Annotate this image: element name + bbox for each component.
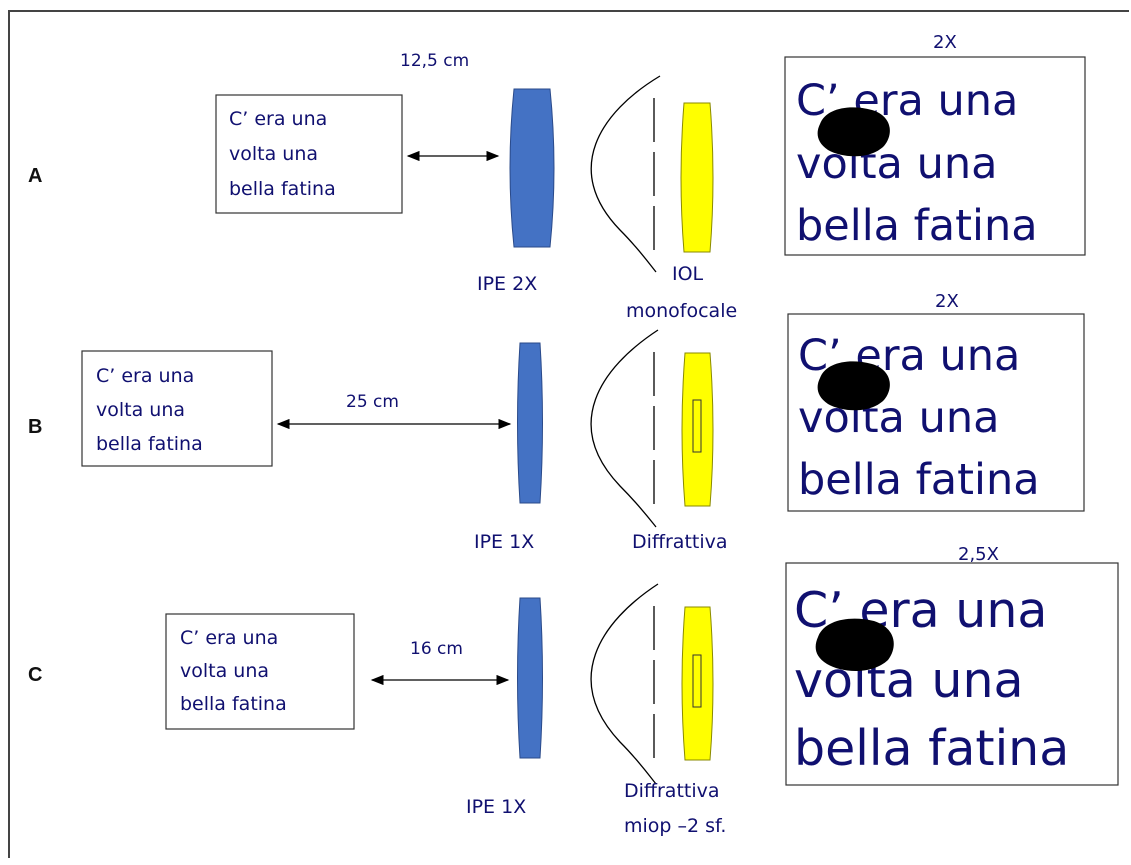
iol-label: Diffrattiva (632, 531, 728, 553)
ipe-label: IPE 2X (477, 273, 537, 295)
magnified-text-box (785, 562, 1119, 786)
row-label-b: B (28, 416, 42, 438)
scotoma-blot (815, 618, 894, 672)
ipe-lens (509, 88, 555, 248)
diffractive-zone (692, 654, 702, 708)
distance-label: 25 cm (346, 392, 399, 412)
iol-lens-monofocal (680, 102, 714, 253)
magnified-text: C’ era una volta una bella fatina (794, 582, 1069, 777)
magnification-label: 2X (933, 32, 957, 53)
eye-cornea-outline (590, 583, 659, 785)
object-text: C’ era una volta una bella fatina (96, 365, 203, 455)
distance-label: 16 cm (410, 639, 463, 659)
eye-cornea-outline (590, 75, 661, 273)
magnified-text-box (787, 313, 1085, 512)
object-text: C’ era una volta una bella fatina (229, 108, 336, 200)
diffractive-zone (692, 399, 702, 453)
ipe-label: IPE 1X (466, 796, 526, 818)
distance-label: 12,5 cm (400, 51, 469, 71)
object-text-box (215, 94, 403, 214)
magnified-text: C’ era una volta una bella fatina (796, 76, 1038, 251)
figure-frame (8, 10, 1129, 858)
object-text-box (81, 350, 273, 467)
object-text: C’ era una volta una bella fatina (180, 627, 287, 715)
magnified-text-box (784, 56, 1086, 256)
iol-lens-diffractive (681, 606, 714, 761)
iol-lens-diffractive (681, 352, 714, 507)
eye-cornea-outline (590, 329, 659, 528)
row-b: B C’ era una volta una bella fatina 25 c… (28, 291, 1085, 553)
ipe-lens (517, 342, 543, 504)
row-label-a: A (28, 165, 42, 187)
scotoma-blot (817, 361, 890, 411)
magnification-label: 2,5X (958, 544, 999, 565)
iol-label: Diffrattiva miop –2 sf. (624, 780, 726, 837)
ipe-label: IPE 1X (474, 531, 534, 553)
magnified-text: C’ era una volta una bella fatina (798, 331, 1040, 505)
iol-label: IOL monofocale (626, 263, 737, 322)
scotoma-blot (817, 107, 890, 157)
row-a: A C’ era una volta una bella fatina 12,5… (28, 32, 1086, 322)
ipe-lens (517, 597, 543, 759)
magnification-label: 2X (935, 291, 959, 312)
row-label-c: C (28, 664, 42, 686)
row-c: C C’ era una volta una bella fatina 16 c… (28, 544, 1119, 837)
object-text-box (165, 613, 355, 730)
